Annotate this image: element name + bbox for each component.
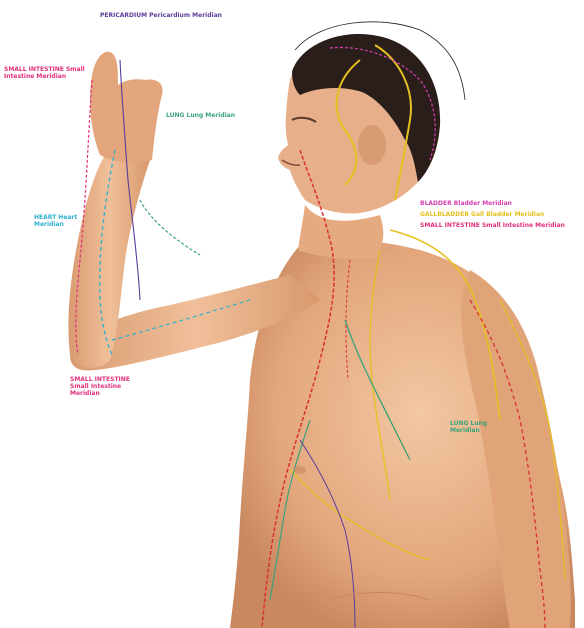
label-small-intestine-right: SMALL INTESTINE Small Intestine Meridian xyxy=(420,222,565,229)
label-heart-meridian: HEART Heart Meridian xyxy=(34,214,94,228)
label-bladder-meridian: BLADDER Bladder Meridian xyxy=(420,200,512,207)
label-small-intestine-upper: SMALL INTESTINE Small Intestine Meridian xyxy=(4,66,94,80)
label-lung-upper: LUNG Lung Meridian xyxy=(166,112,235,119)
label-gallbladder-meridian: GALLBLADDER Gall Bladder Meridian xyxy=(420,211,544,218)
neck xyxy=(298,205,383,259)
label-lung-lower: LUNG Lung Meridian xyxy=(450,420,510,434)
label-small-intestine-lower: SMALL INTESTINE Small Intestine Meridian xyxy=(70,376,150,397)
label-pericardium-meridian: PERICARDIUM Pericardium Meridian xyxy=(100,12,222,19)
ear xyxy=(358,125,386,165)
hand xyxy=(90,52,162,163)
